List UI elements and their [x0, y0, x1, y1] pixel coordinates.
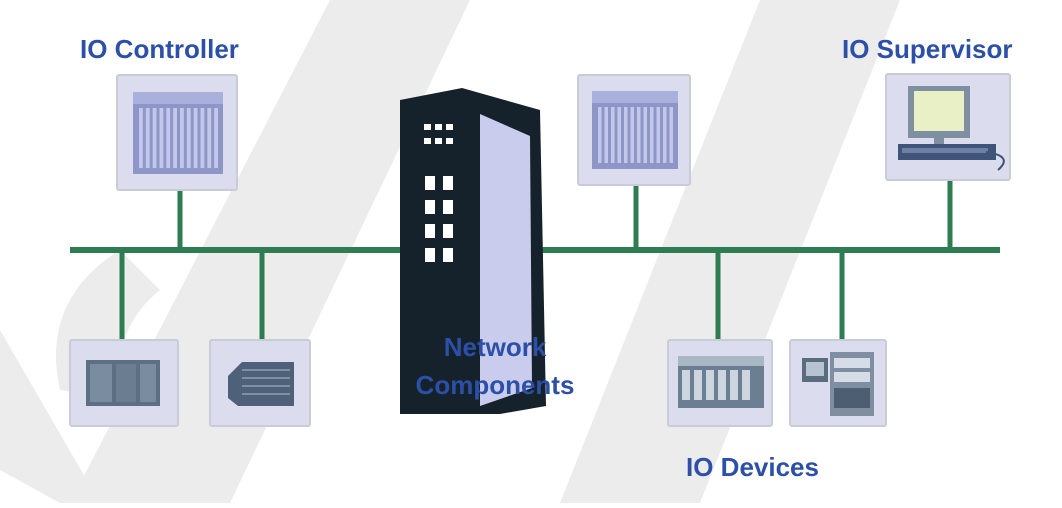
- plc-slot: [193, 108, 198, 168]
- plc-slot: [145, 108, 150, 168]
- plc-slot: [180, 108, 184, 168]
- plc-slot: [637, 107, 641, 163]
- plc-slot: [166, 108, 171, 168]
- plc-slot: [624, 107, 628, 163]
- plc-slot: [598, 107, 602, 163]
- plc-slot: [630, 107, 634, 163]
- plc-slot: [214, 108, 218, 168]
- plc-slot: [139, 108, 143, 168]
- plc-slot: [200, 108, 205, 168]
- plc-slot: [669, 107, 673, 163]
- plc-slot: [604, 107, 608, 163]
- network-label-line2: Components: [415, 370, 575, 400]
- plc-slot: [159, 108, 164, 168]
- plc-slot: [663, 107, 667, 163]
- plc-slot: [173, 108, 177, 168]
- plc-slot: [617, 107, 621, 163]
- plc-slot: [611, 107, 615, 163]
- plc-slot: [656, 107, 660, 163]
- plc-rack-icon: [577, 74, 691, 186]
- computer-workstation-icon: [885, 73, 1011, 181]
- plc-slot: [650, 107, 654, 163]
- network-label-line1: Network: [443, 332, 547, 362]
- compact-plc-icon: [69, 339, 179, 427]
- plc-rack-icon: [116, 74, 238, 191]
- io-supervisor-label: IO Supervisor: [842, 34, 1013, 64]
- plc-slot: [643, 107, 647, 163]
- plc-slot: [152, 108, 157, 168]
- industrial-network-switch-icon: [400, 88, 546, 414]
- plc-slot: [186, 108, 191, 168]
- network-components-label: Network Components: [395, 328, 595, 404]
- drive-unit-icon: [209, 339, 311, 427]
- io-module-rack-icon: [667, 339, 773, 427]
- control-panel-icon: [789, 339, 887, 427]
- io-controller-label: IO Controller: [80, 34, 239, 64]
- plc-slot: [207, 108, 212, 168]
- io-devices-label: IO Devices: [686, 452, 819, 482]
